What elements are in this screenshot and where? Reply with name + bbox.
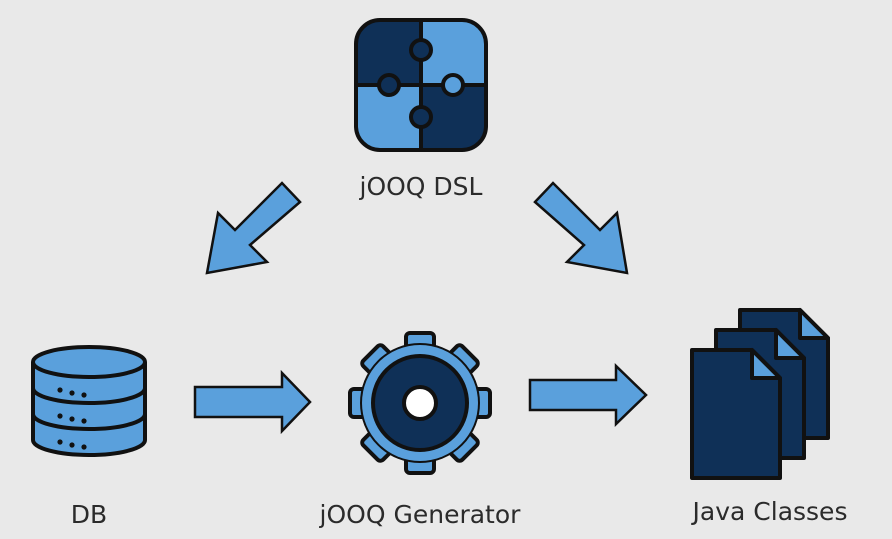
documents-icon [690, 308, 830, 480]
arrow-icon [193, 369, 312, 435]
classes-label: Java Classes [692, 497, 848, 526]
database-icon [31, 345, 147, 457]
arrow-icon [205, 181, 302, 275]
db-label: DB [70, 500, 108, 529]
gear-icon [348, 331, 492, 475]
puzzle-icon [354, 18, 488, 152]
generator-label: jOOQ Generator [319, 500, 521, 529]
arrow-icon [533, 181, 629, 275]
dsl-label: jOOQ DSL [359, 172, 483, 201]
arrow-icon [528, 363, 648, 427]
